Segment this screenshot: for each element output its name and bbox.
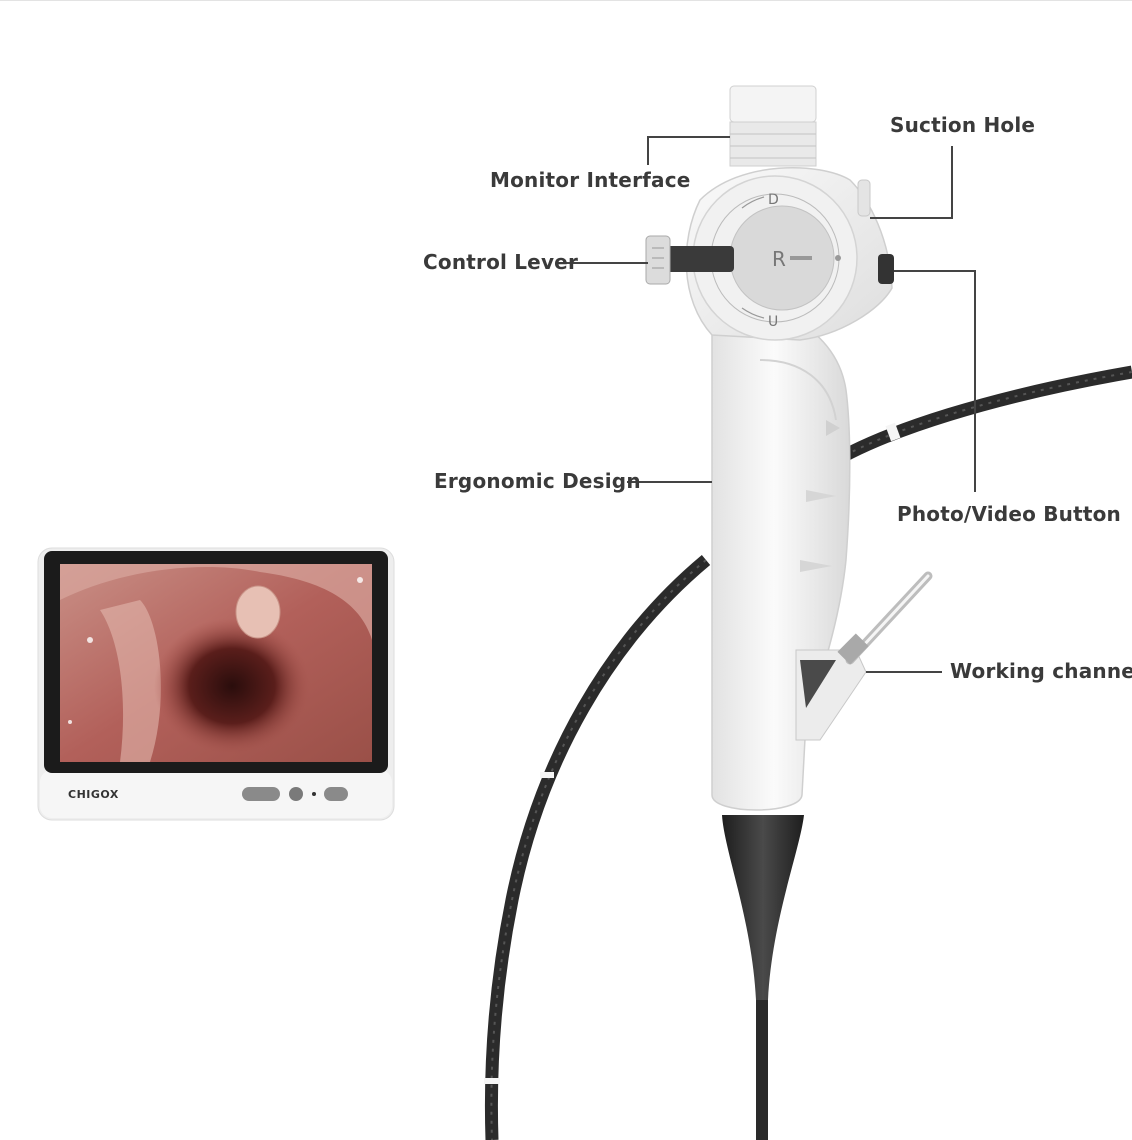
monitor-button-center xyxy=(289,787,303,801)
working-channel-port xyxy=(795,571,933,741)
leader-lines xyxy=(566,136,976,673)
label-ergonomic-design: Ergonomic Design xyxy=(434,469,641,493)
label-control-lever: Control Lever xyxy=(423,250,579,274)
dial-bottom-letter: U xyxy=(768,314,778,330)
label-photo-video-button: Photo/Video Button xyxy=(897,502,1121,526)
monitor-button-left xyxy=(242,787,280,801)
dial-center-letter: R xyxy=(772,247,786,271)
monitor xyxy=(37,547,395,821)
label-monitor-interface: Monitor Interface xyxy=(490,168,691,192)
monitor-indicator xyxy=(312,792,316,796)
monitor-button-right xyxy=(324,787,348,801)
handle-body xyxy=(711,319,851,811)
control-head: R D U xyxy=(685,85,894,341)
label-suction-hole: Suction Hole xyxy=(890,113,1036,137)
dial-top-letter: D xyxy=(768,192,779,208)
control-lever xyxy=(645,235,734,285)
photo-video-button-shape xyxy=(878,254,894,284)
strain-relief xyxy=(722,815,804,1140)
monitor-brand: CHIGOX xyxy=(68,788,119,801)
label-working-channel: Working channel xyxy=(950,659,1132,683)
top-divider xyxy=(0,0,1132,1)
